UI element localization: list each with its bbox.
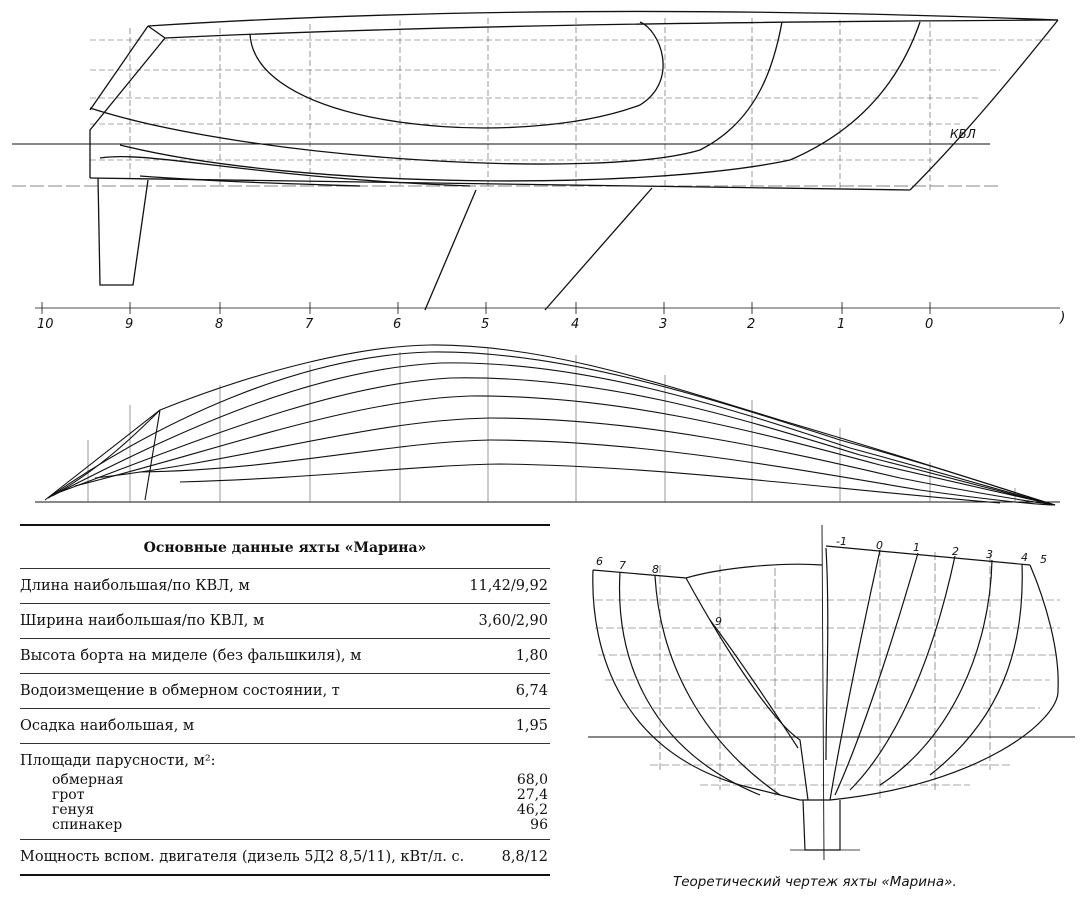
- body-station-number: 6: [596, 555, 603, 568]
- body-station-number: -1: [836, 535, 847, 548]
- sail-item-label: спинакер: [52, 817, 123, 833]
- sail-area-item: грот 27,4: [20, 788, 550, 803]
- row-label: Ширина наибольшая/по КВЛ, м: [20, 613, 265, 629]
- body-station-number: 5: [1040, 553, 1047, 566]
- row-value: 11,42/9,92: [469, 578, 548, 594]
- station-number: 5: [481, 317, 489, 332]
- sail-area-items: обмерная 68,0 грот 27,4 генуя 46,2 спинакер 96: [20, 773, 550, 833]
- sail-area-item: генуя 46,2: [20, 803, 550, 818]
- station-number: 3: [659, 317, 667, 332]
- body-station-number: 1: [913, 541, 920, 554]
- row-value: 6,74: [515, 683, 548, 699]
- station-number: 1: [837, 317, 845, 332]
- engine-value: 8,8/12: [501, 849, 548, 865]
- row-value: 1,80: [515, 648, 548, 664]
- row-label: Водоизмещение в обмерном состоянии, т: [20, 683, 340, 699]
- body-station-number: 3: [986, 548, 993, 561]
- body-station-number: 7: [619, 559, 626, 572]
- body-station-number: 0: [876, 539, 883, 552]
- body-station-number: 4: [1021, 551, 1028, 564]
- table-row: Высота борта на миделе (без фальшкиля), …: [20, 639, 550, 674]
- profile-view: ): [12, 10, 1065, 326]
- row-label: Осадка наибольшая, м: [20, 718, 195, 734]
- station-number: 2: [747, 317, 755, 332]
- station-number: 6: [393, 317, 401, 332]
- engine-row: Мощность вспом. двигателя (дизель 5Д2 8,…: [20, 840, 550, 874]
- engine-label: Мощность вспом. двигателя (дизель 5Д2 8,…: [20, 849, 465, 865]
- svg-text:): ): [1059, 310, 1065, 326]
- station-number: 0: [925, 317, 933, 332]
- row-label: Высота борта на миделе (без фальшкиля), …: [20, 648, 362, 664]
- table-bottom-rule: [20, 874, 550, 876]
- main-data-table: Основные данные яхты «Марина» Длина наиб…: [20, 524, 550, 876]
- half-breadth-plan: [35, 344, 1060, 506]
- body-station-number: 8: [652, 563, 659, 576]
- sail-area-label: Площади парусности, м²:: [20, 753, 216, 769]
- table-top-rule: [20, 524, 550, 526]
- sail-item-value: 27,4: [516, 787, 548, 803]
- table-row: Водоизмещение в обмерном состоянии, т 6,7…: [20, 674, 550, 709]
- row-label: Длина наибольшая/по КВЛ, м: [20, 578, 250, 594]
- sail-item-label: грот: [52, 787, 85, 803]
- body-plan: [588, 524, 1075, 861]
- row-value: 3,60/2,90: [478, 613, 548, 629]
- sail-item-value: 96: [530, 817, 548, 833]
- row-value: 1,95: [515, 718, 548, 734]
- station-number: 9: [125, 317, 133, 332]
- station-number: 8: [215, 317, 223, 332]
- table-row: Длина наибольшая/по КВЛ, м 11,42/9,92: [20, 569, 550, 604]
- station-number: 7: [305, 317, 314, 332]
- figure-caption: Теоретический чертеж яхты «Марина».: [673, 874, 957, 890]
- sail-item-value: 46,2: [516, 802, 548, 818]
- body-station-number: 2: [952, 545, 959, 558]
- table-row: Ширина наибольшая/по КВЛ, м 3,60/2,90: [20, 604, 550, 639]
- sail-area-item: спинакер 96: [20, 818, 550, 833]
- kvl-label: КВЛ: [950, 127, 976, 141]
- station-number: 10: [37, 317, 54, 332]
- sail-area-item: обмерная 68,0: [20, 773, 550, 788]
- sail-item-value: 68,0: [516, 772, 548, 788]
- sail-item-label: обмерная: [52, 772, 124, 788]
- body-station-number: 9: [715, 615, 722, 628]
- sail-item-label: генуя: [52, 802, 95, 818]
- station-number: 4: [571, 317, 579, 332]
- table-title: Основные данные яхты «Марина»: [20, 526, 550, 569]
- table-row: Осадка наибольшая, м 1,95: [20, 709, 550, 744]
